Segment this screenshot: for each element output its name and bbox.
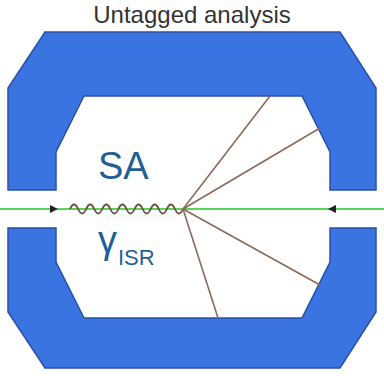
beam-arrow — [50, 205, 58, 213]
detector-bottom — [8, 228, 376, 368]
photon-symbol: γ — [98, 220, 117, 262]
particle-tracks — [183, 96, 320, 318]
diagram-title: Untagged analysis — [93, 2, 290, 28]
photon-subscript: ISR — [118, 246, 155, 270]
beam-arrow — [328, 205, 336, 213]
detector-top — [8, 32, 376, 190]
photon-wave — [70, 205, 183, 214]
region-label: SA — [98, 146, 149, 188]
